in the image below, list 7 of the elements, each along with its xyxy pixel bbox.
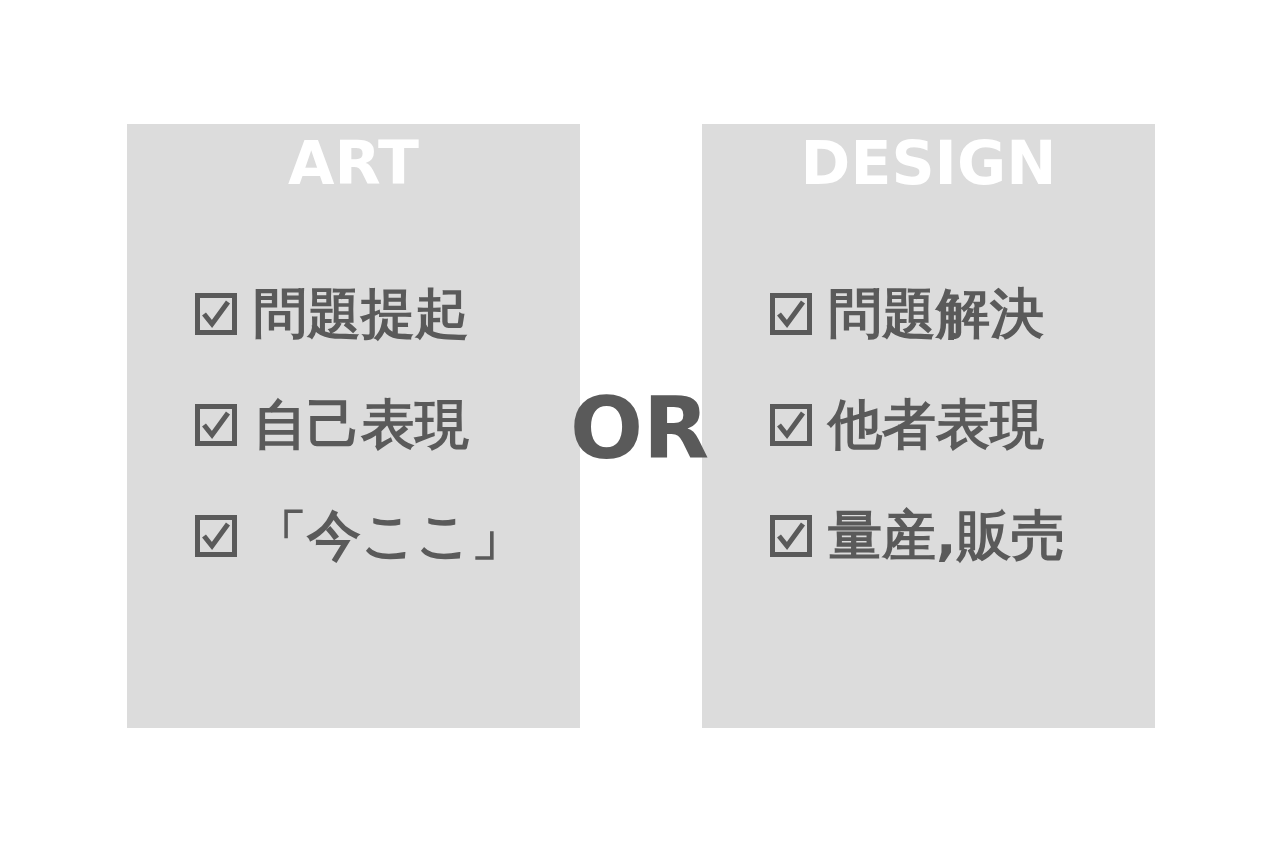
list-item-text: 問題解決: [828, 282, 1044, 347]
list-item-text: 「今ここ」: [253, 503, 525, 569]
list-item-text: 自己表現: [253, 392, 469, 458]
label-text: OR: [570, 385, 710, 471]
list-item-text: 他者表現: [828, 392, 1044, 458]
list-item-text: 問題提起: [253, 282, 469, 347]
list-item-text: 量産,販売: [828, 503, 1065, 569]
